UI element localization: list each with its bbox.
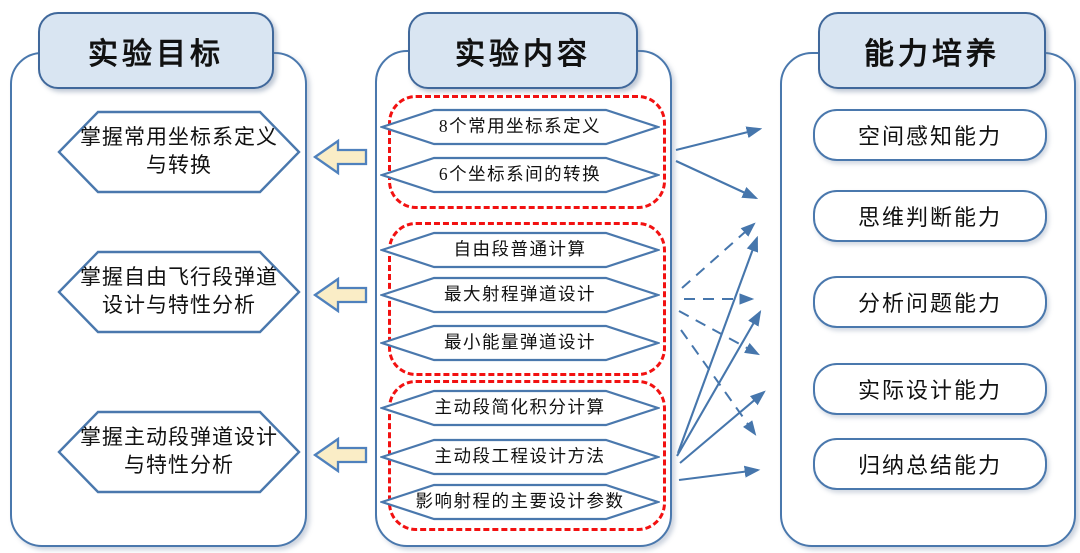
left-block-arrow-icon (312, 138, 368, 176)
content-item-hexagon: 自由段普通计算 (380, 231, 660, 269)
abilities-header: 能力培养 (818, 12, 1046, 89)
hexagon-shape-icon (57, 409, 301, 495)
hexagon-shape-icon (380, 438, 660, 476)
content-item-text: 自由段普通计算 (453, 239, 587, 260)
ability-label: 归纳总结能力 (857, 453, 1002, 478)
goal-text: 掌握自由飞行段弹道 设计与特性分析 (57, 249, 301, 335)
hexagon-shape-icon (57, 109, 301, 195)
content-item-hexagon: 影响射程的主要设计参数 (380, 483, 660, 521)
content-title: 实验内容 (455, 37, 591, 71)
content-item-hexagon: 6个坐标系间的转换 (380, 156, 660, 194)
hexagon-shape-icon (380, 231, 660, 269)
content-item-hexagon: 主动段简化积分计算 (380, 389, 660, 427)
content-item-hexagon: 最小能量弹道设计 (380, 324, 660, 362)
ability-pill: 分析问题能力 (813, 276, 1047, 328)
hexagon-shape-icon (380, 324, 660, 362)
goal-line1: 掌握主动段弹道设计 (80, 425, 278, 450)
hexagon-shape-icon (380, 108, 660, 146)
goal-line1: 掌握自由飞行段弹道 (80, 265, 278, 290)
hexagon-shape-icon (380, 156, 660, 194)
content-item-text: 主动段工程设计方法 (434, 446, 606, 467)
ability-label: 分析问题能力 (857, 291, 1002, 316)
left-block-arrow-icon (312, 276, 368, 314)
content-group-1 (388, 95, 666, 209)
content-item-text: 6个坐标系间的转换 (438, 164, 602, 185)
goals-header: 实验目标 (38, 12, 274, 89)
content-item-hexagon: 最大射程弹道设计 (380, 276, 660, 314)
goal-line2: 与转换 (146, 153, 212, 177)
solid-arrows-group1 (675, 126, 763, 199)
content-item-text: 8个常用坐标系定义 (438, 116, 602, 137)
content-item-hexagon: 主动段工程设计方法 (380, 438, 660, 476)
content-item-hexagon: 8个常用坐标系定义 (380, 108, 660, 146)
ability-pill: 思维判断能力 (813, 190, 1047, 242)
content-header: 实验内容 (408, 12, 638, 89)
ability-label: 思维判断能力 (857, 205, 1002, 230)
goal-hexagon: 掌握常用坐标系定义 与转换 (57, 109, 301, 195)
ability-label: 空间感知能力 (857, 124, 1002, 149)
content-item-text: 影响射程的主要设计参数 (415, 491, 625, 512)
block-arrows-to-goals (312, 138, 368, 474)
hexagon-shape-icon (380, 389, 660, 427)
goal-hexagon: 掌握自由飞行段弹道 设计与特性分析 (57, 249, 301, 335)
solid-arrows-group3 (676, 235, 766, 482)
ability-label: 实际设计能力 (857, 378, 1002, 403)
hexagon-shape-icon (380, 483, 660, 521)
goals-title: 实验目标 (88, 37, 224, 71)
content-group-2 (388, 222, 666, 376)
left-block-arrow-icon (312, 436, 368, 474)
goal-line1: 掌握常用坐标系定义 (80, 125, 278, 150)
goal-line2: 与特性分析 (124, 453, 234, 477)
ability-pill: 空间感知能力 (813, 109, 1047, 161)
abilities-title: 能力培养 (864, 37, 1000, 71)
ability-pill: 实际设计能力 (813, 363, 1047, 415)
goal-text: 掌握常用坐标系定义 与转换 (57, 109, 301, 195)
content-item-text: 最大射程弹道设计 (444, 284, 596, 305)
content-item-text: 主动段简化积分计算 (434, 397, 606, 418)
content-item-text: 最小能量弹道设计 (444, 332, 596, 353)
dashed-arrows-group2 (678, 222, 760, 436)
hexagon-shape-icon (57, 249, 301, 335)
goal-line2: 设计与特性分析 (102, 293, 256, 317)
hexagon-shape-icon (380, 276, 660, 314)
goal-text: 掌握主动段弹道设计 与特性分析 (57, 409, 301, 495)
goal-hexagon: 掌握主动段弹道设计 与特性分析 (57, 409, 301, 495)
ability-pill: 归纳总结能力 (813, 438, 1047, 490)
